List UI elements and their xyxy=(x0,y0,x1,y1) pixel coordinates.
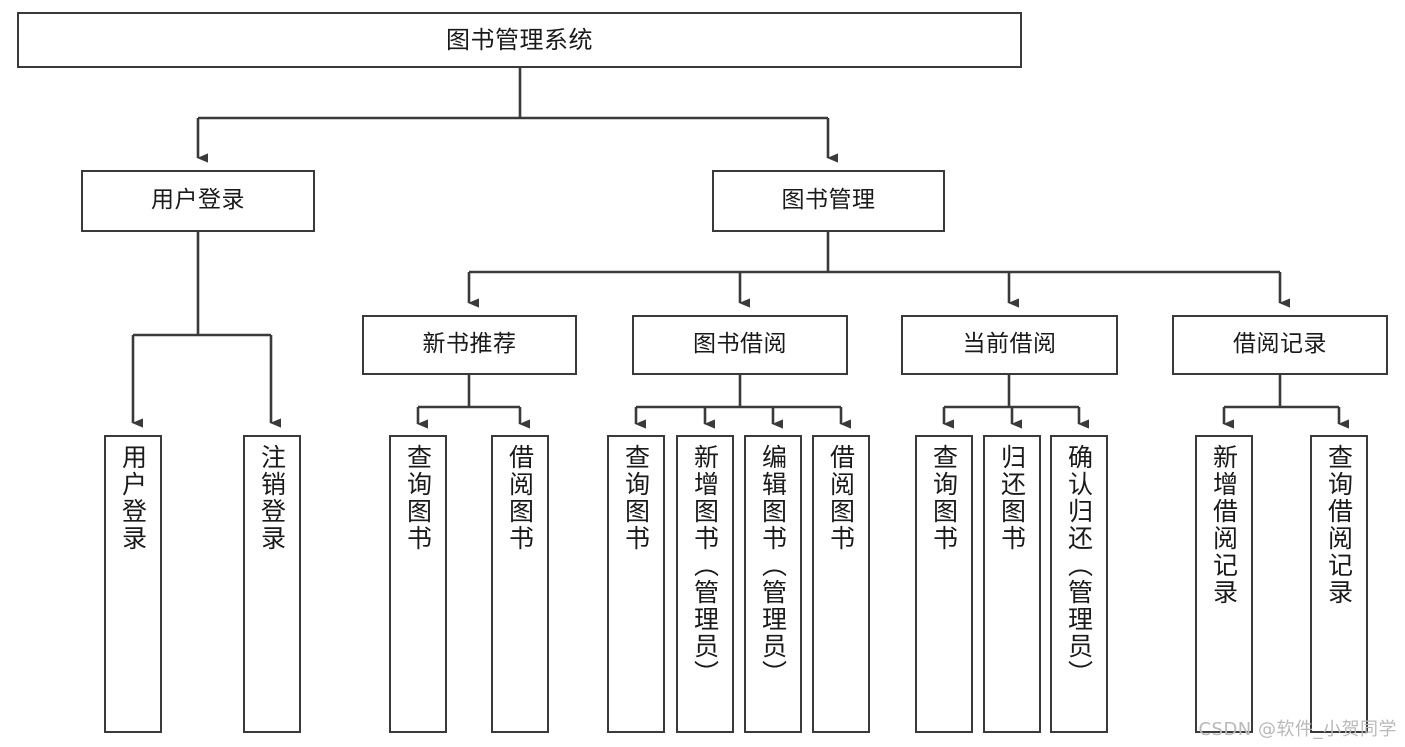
node-leaf-query-record[interactable]: 查询借阅记录 xyxy=(1310,435,1368,733)
node-leaf-edit-book[interactable]: 编辑图书（管理员） xyxy=(744,435,802,733)
node-leaf-query-book-2-label: 查询图书 xyxy=(621,444,651,552)
node-borrow-record-label: 借阅记录 xyxy=(1233,331,1327,358)
node-leaf-query-book-3-label: 查询图书 xyxy=(929,444,959,552)
node-book-manage[interactable]: 图书管理 xyxy=(712,170,945,232)
node-leaf-borrow-book-1-label: 借阅图书 xyxy=(505,444,535,552)
node-leaf-query-book-1-label: 查询图书 xyxy=(403,444,433,552)
node-leaf-borrow-book-1[interactable]: 借阅图书 xyxy=(491,435,549,733)
node-leaf-logout-login-label: 注销登录 xyxy=(257,444,287,552)
node-root-label: 图书管理系统 xyxy=(446,25,593,54)
node-leaf-return-book-label: 归还图书 xyxy=(997,444,1027,552)
node-book-borrow[interactable]: 图书借阅 xyxy=(632,315,848,375)
node-leaf-borrow-book-2-label: 借阅图书 xyxy=(826,444,856,552)
node-leaf-confirm-return[interactable]: 确认归还（管理员） xyxy=(1050,435,1108,733)
node-user-login-label: 用户登录 xyxy=(151,187,245,214)
node-new-book-recommend[interactable]: 新书推荐 xyxy=(362,315,577,375)
watermark: CSDN @软件_小贺同学 xyxy=(1198,719,1397,740)
node-book-borrow-label: 图书借阅 xyxy=(693,331,787,358)
node-leaf-edit-book-label: 编辑图书（管理员） xyxy=(758,444,788,687)
node-leaf-add-record-label: 新增借阅记录 xyxy=(1209,444,1239,606)
node-leaf-user-login[interactable]: 用户登录 xyxy=(104,435,162,733)
node-current-borrow[interactable]: 当前借阅 xyxy=(901,315,1118,375)
node-leaf-query-book-2[interactable]: 查询图书 xyxy=(607,435,665,733)
node-leaf-return-book[interactable]: 归还图书 xyxy=(983,435,1041,733)
node-leaf-add-book-label: 新增图书（管理员） xyxy=(690,444,720,687)
node-leaf-user-login-label: 用户登录 xyxy=(118,444,148,552)
node-leaf-add-record[interactable]: 新增借阅记录 xyxy=(1195,435,1253,733)
node-leaf-query-book-1[interactable]: 查询图书 xyxy=(389,435,447,733)
node-leaf-query-record-label: 查询借阅记录 xyxy=(1324,444,1354,606)
node-borrow-record[interactable]: 借阅记录 xyxy=(1172,315,1388,375)
node-book-manage-label: 图书管理 xyxy=(781,187,876,214)
node-leaf-query-book-3[interactable]: 查询图书 xyxy=(915,435,973,733)
node-current-borrow-label: 当前借阅 xyxy=(962,331,1057,358)
node-new-book-recommend-label: 新书推荐 xyxy=(422,331,517,358)
node-leaf-confirm-return-label: 确认归还（管理员） xyxy=(1064,444,1094,687)
node-leaf-borrow-book-2[interactable]: 借阅图书 xyxy=(812,435,870,733)
node-leaf-add-book[interactable]: 新增图书（管理员） xyxy=(676,435,734,733)
node-user-login[interactable]: 用户登录 xyxy=(81,170,315,232)
node-root[interactable]: 图书管理系统 xyxy=(17,12,1022,68)
node-leaf-logout-login[interactable]: 注销登录 xyxy=(243,435,301,733)
